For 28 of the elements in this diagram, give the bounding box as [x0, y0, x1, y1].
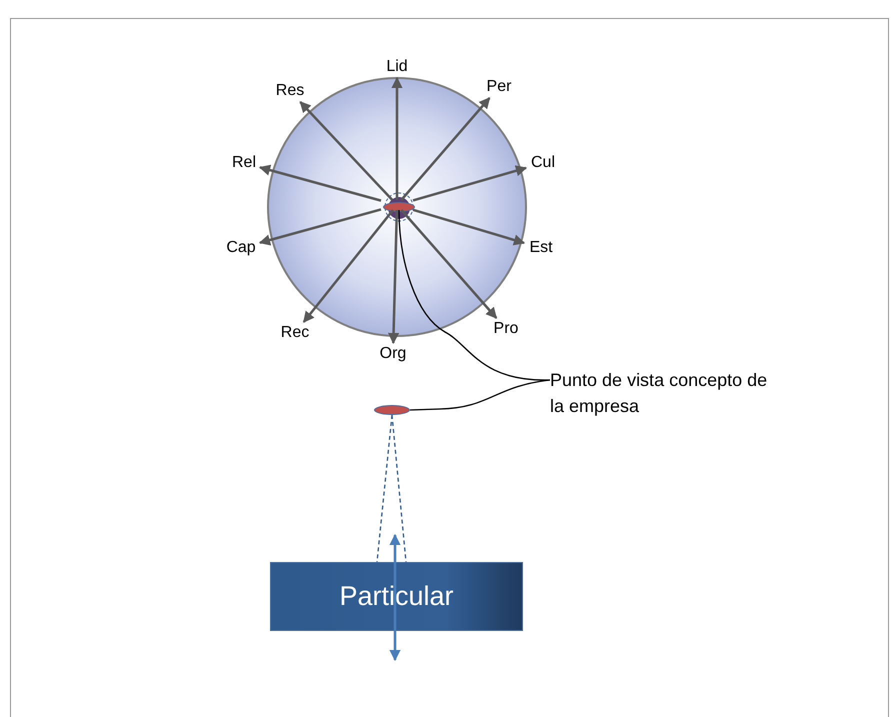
axis-label: Res [276, 83, 304, 99]
leader-line [410, 379, 550, 411]
dashed-line [391, 414, 407, 562]
arrow [258, 164, 382, 202]
axis-label: Rec [280, 325, 310, 341]
axis-label: Cul [530, 155, 555, 171]
axis-label: Per [486, 79, 512, 95]
axis-label: Pro [494, 321, 518, 337]
arrow [302, 209, 394, 323]
arrow [400, 209, 498, 319]
axis-label: Lid [386, 59, 408, 75]
dashed-line [376, 414, 393, 562]
arrow [400, 97, 490, 201]
arrow [388, 210, 400, 344]
arrow [299, 101, 394, 201]
arrow [258, 208, 382, 246]
callout-text: Punto de vista concepto de la empresa [550, 369, 768, 418]
eye-ellipse [374, 405, 410, 415]
double-arrow [389, 534, 401, 662]
axis-label: Est [529, 240, 553, 256]
arrow [412, 208, 526, 246]
particular-box [270, 562, 523, 631]
axis-label: Rel [232, 155, 256, 171]
box-label: Particular [339, 583, 454, 610]
arrow [391, 76, 403, 200]
axis-label: Cap [226, 240, 256, 256]
arrow [412, 165, 528, 202]
axis-label: Org [380, 346, 406, 362]
